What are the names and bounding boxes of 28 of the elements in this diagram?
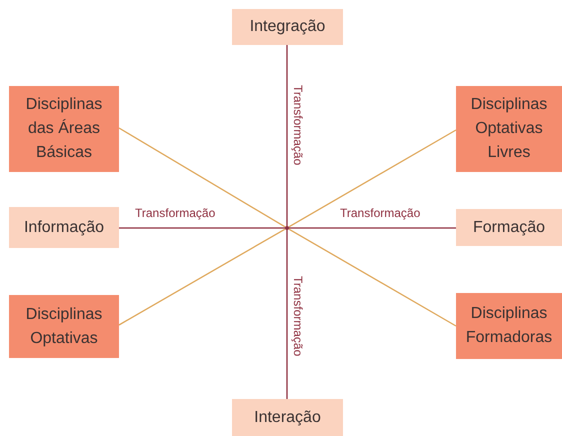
concept-box: [456, 209, 562, 246]
edge-label: Transformação: [291, 276, 305, 356]
concept-box: [9, 207, 119, 248]
concept-box: [9, 86, 119, 172]
box-label: Formação: [472, 218, 546, 238]
connector-line: [286, 45, 288, 226]
concept-box: [456, 293, 562, 359]
connector-line: [288, 129, 456, 228]
box-label: Interação: [254, 408, 321, 428]
box-label: Disciplinas das Áreas Básicas: [24, 95, 104, 163]
box-label: Disciplinas Optativas: [24, 304, 104, 348]
edge-label: Transformação: [340, 206, 420, 220]
concept-box: [232, 9, 343, 45]
connector-line: [119, 227, 285, 229]
connector-line: [288, 228, 456, 327]
connector-line: [286, 230, 288, 399]
connector-line: [118, 127, 286, 228]
box-label: Disciplinas Optativas Livres: [470, 95, 548, 163]
box-label: Integração: [250, 17, 326, 37]
connector-line: [118, 228, 286, 326]
concept-box: [9, 295, 119, 358]
concept-box: [456, 86, 562, 172]
box-label: Informação: [24, 218, 104, 238]
edge-label: Transformação: [135, 206, 216, 220]
box-label: Disciplinas Formadoras: [464, 304, 554, 348]
connector-line: [289, 227, 456, 229]
edge-label: Transformação: [291, 85, 305, 166]
concept-box: [232, 399, 343, 436]
